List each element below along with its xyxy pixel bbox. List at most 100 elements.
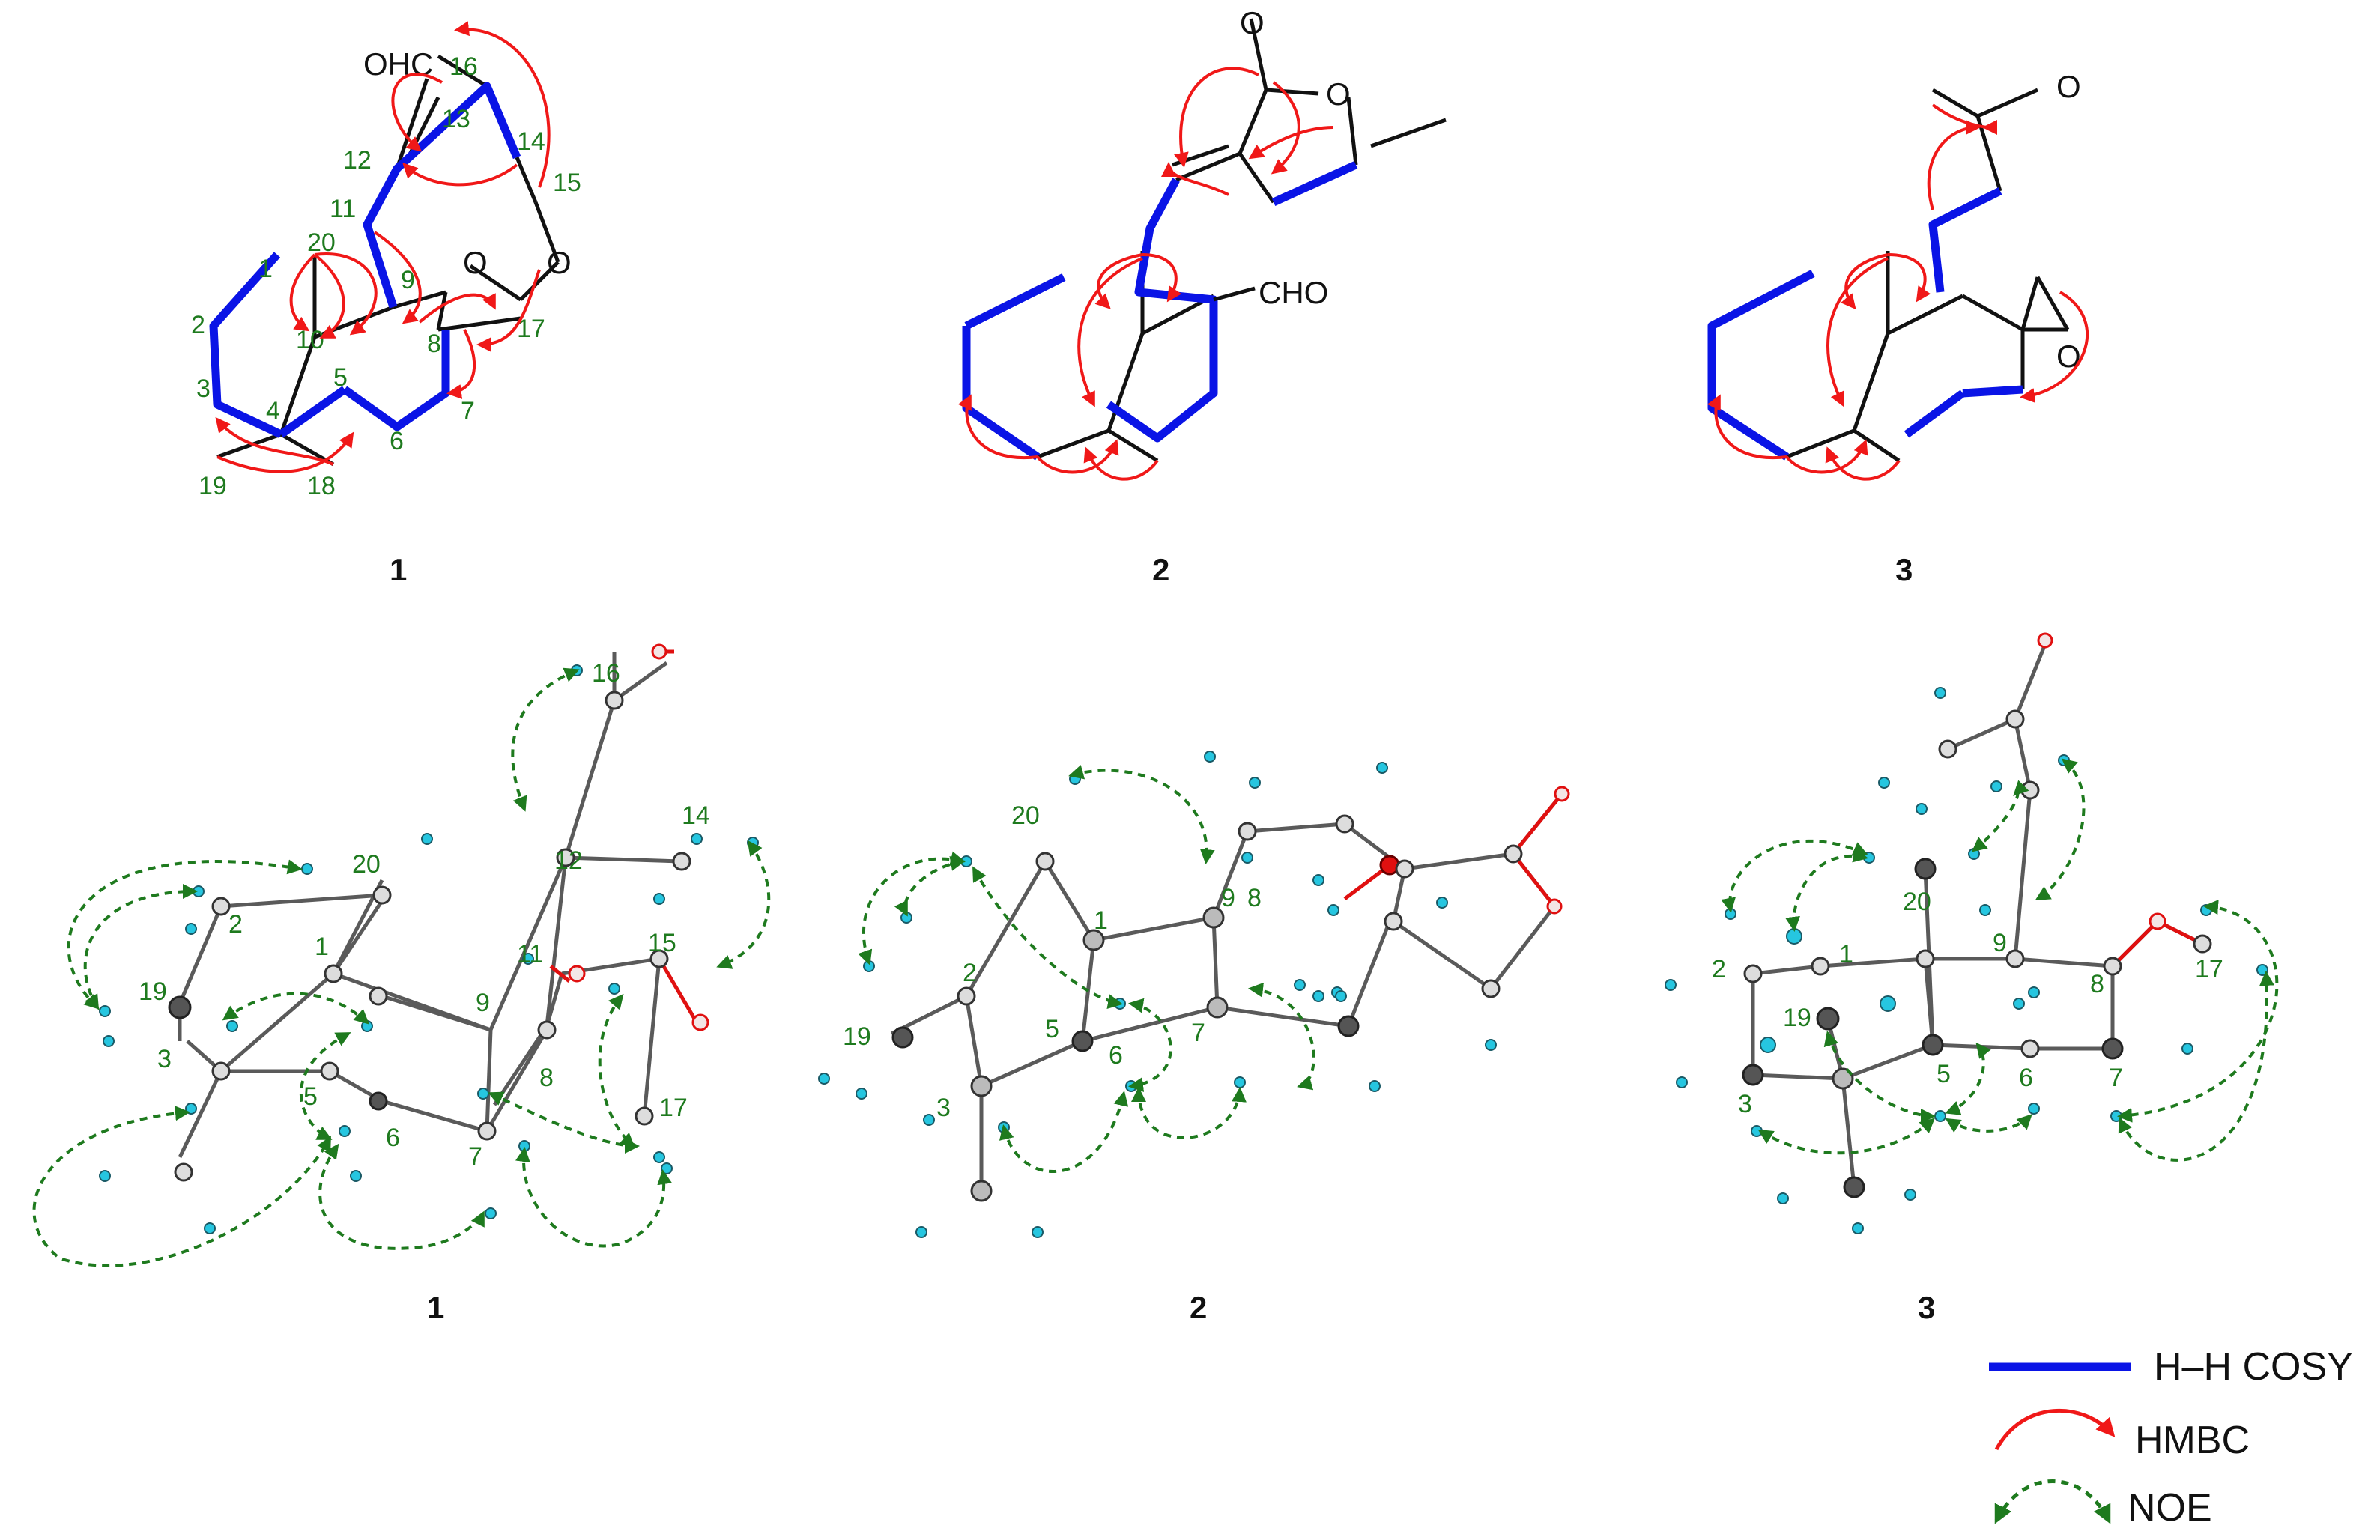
atom-number: 5 [1045, 1015, 1059, 1043]
model-3-atoms [1742, 632, 2212, 1198]
atom-number: 3 [1738, 1090, 1752, 1118]
structure-1-hmbc-arrows [215, 21, 551, 473]
atom-number: 17 [2195, 955, 2223, 983]
atom-number: 16 [592, 659, 620, 688]
atom-number: 8 [1247, 884, 1262, 912]
atom-number: 8 [2090, 970, 2104, 998]
structure-2-group-o-carbonyl: O [1240, 5, 1265, 40]
model-3: 20 2 1 9 8 17 19 5 6 7 3 3 [1665, 632, 2279, 1325]
atom-number: 9 [1221, 884, 1235, 912]
atom-number: 15 [648, 929, 676, 957]
structure-3-bonds [1786, 88, 2070, 463]
structure-1-group-o-b: O [547, 245, 572, 280]
model-2-bonds [890, 792, 1563, 1191]
structure-3-label: 3 [1895, 552, 1913, 587]
atom-number: 1 [1839, 940, 1853, 968]
atom-number: 20 [1903, 888, 1931, 916]
atom-number: 11 [517, 940, 543, 968]
model-3-label: 3 [1918, 1290, 1935, 1325]
model-2-noe-arrows [858, 765, 1315, 1173]
atom-number: 8 [427, 330, 441, 358]
atom-number: 3 [196, 375, 211, 403]
atom-number: 4 [266, 397, 280, 425]
structure-1-cosy-bonds [209, 82, 521, 438]
atom-number: 1 [315, 933, 329, 961]
legend: H–H COSY HMBC NOE [1989, 1345, 2353, 1530]
model-2-hydrogens [818, 751, 1497, 1238]
atom-number: 5 [333, 363, 348, 392]
model-3-atom-numbers: 20 2 1 9 8 17 19 5 6 7 3 [1712, 888, 2223, 1118]
structure-1: OHC O O 16 13 14 12 15 11 20 9 1 10 8 1 7… [191, 21, 581, 587]
atom-number: 6 [386, 1124, 400, 1152]
atom-number: 9 [401, 266, 415, 294]
atom-number: 2 [963, 959, 977, 987]
atom-number: 6 [390, 427, 404, 455]
atom-number: 3 [936, 1094, 951, 1122]
model-1: 16 14 12 20 15 2 11 1 19 9 3 5 8 17 6 7 [32, 643, 771, 1325]
atom-number: 19 [139, 977, 167, 1006]
atom-number: 5 [303, 1082, 318, 1111]
structure-3-cosy-bonds [1707, 187, 2023, 461]
model-2-atoms [891, 786, 1570, 1202]
atom-number: 14 [682, 801, 710, 830]
model-1-bonds [178, 652, 682, 1159]
atom-number: 19 [199, 472, 227, 500]
model-2-atom-numbers: 20 1 9 8 2 5 19 6 7 3 [843, 801, 1262, 1122]
structure-2-cosy-bonds [962, 160, 1358, 461]
atom-number: 13 [442, 105, 470, 133]
structure-3-group-o-epoxide: O [2056, 339, 2081, 374]
atom-number: 9 [476, 989, 490, 1017]
atom-number: 14 [517, 127, 545, 156]
atom-number: 20 [352, 850, 381, 879]
atom-number: 7 [1191, 1019, 1205, 1047]
atom-number: 12 [343, 146, 372, 175]
structure-2-cho-bond [1213, 286, 1256, 302]
atom-number: 10 [296, 326, 324, 354]
structure-3: O O 3 [1707, 69, 2089, 587]
atom-number: 17 [659, 1094, 688, 1122]
atom-number: 19 [843, 1022, 871, 1051]
model-2-label: 2 [1190, 1290, 1207, 1325]
structure-1-group-o-a: O [463, 245, 488, 280]
structure-1-label: 1 [390, 552, 407, 587]
structure-2-bonds [1037, 18, 1447, 463]
atom-number: 7 [468, 1142, 482, 1171]
atom-number: 2 [228, 910, 243, 939]
model-3-noe-arrows [1721, 758, 2279, 1162]
atom-number: 6 [1109, 1041, 1123, 1070]
structure-3-group-o-ketone: O [2056, 69, 2081, 104]
atom-number: 7 [461, 397, 475, 425]
atom-number: 15 [553, 169, 581, 197]
atom-number: 7 [2109, 1064, 2123, 1092]
legend-hmbc: HMBC [1994, 1408, 2250, 1462]
structure-3-hmbc-arrows [1707, 103, 2089, 481]
structure-2-group-o-ring: O [1326, 76, 1351, 112]
model-1-label: 1 [427, 1290, 444, 1325]
model-1-atoms [168, 643, 709, 1182]
legend-noe: NOE [1994, 1479, 2212, 1530]
atom-number: 11 [330, 195, 356, 223]
atom-number: 20 [307, 228, 336, 257]
atom-number: 2 [1712, 955, 1726, 983]
legend-hmbc-swatch [1994, 1408, 2116, 1451]
model-2: 20 1 9 8 2 5 19 6 7 3 2 [818, 751, 1570, 1325]
atom-number: 5 [1937, 1060, 1951, 1088]
structure-1-atom-numbers: 16 13 14 12 15 11 20 9 1 10 8 17 2 5 3 4… [191, 52, 581, 500]
model-1-noe-arrows [32, 667, 771, 1267]
structure-2: O O CHO 2 [957, 5, 1447, 587]
atom-number: 12 [554, 846, 583, 875]
legend-cosy-label: H–H COSY [2154, 1345, 2353, 1389]
atom-number: 9 [1993, 929, 2007, 957]
atom-number: 3 [157, 1045, 172, 1073]
atom-number: 20 [1011, 801, 1040, 830]
atom-number: 1 [1094, 906, 1108, 935]
structure-2-group-cho: CHO [1259, 275, 1328, 310]
model-3-bonds [1751, 643, 2204, 1188]
atom-number: 16 [449, 52, 478, 81]
legend-noe-label: NOE [2128, 1486, 2212, 1530]
structure-2-label: 2 [1152, 552, 1169, 587]
atom-number: 1 [258, 255, 273, 283]
atom-number: 19 [1783, 1004, 1811, 1032]
structure-1-group-ohc: OHC [363, 46, 433, 82]
